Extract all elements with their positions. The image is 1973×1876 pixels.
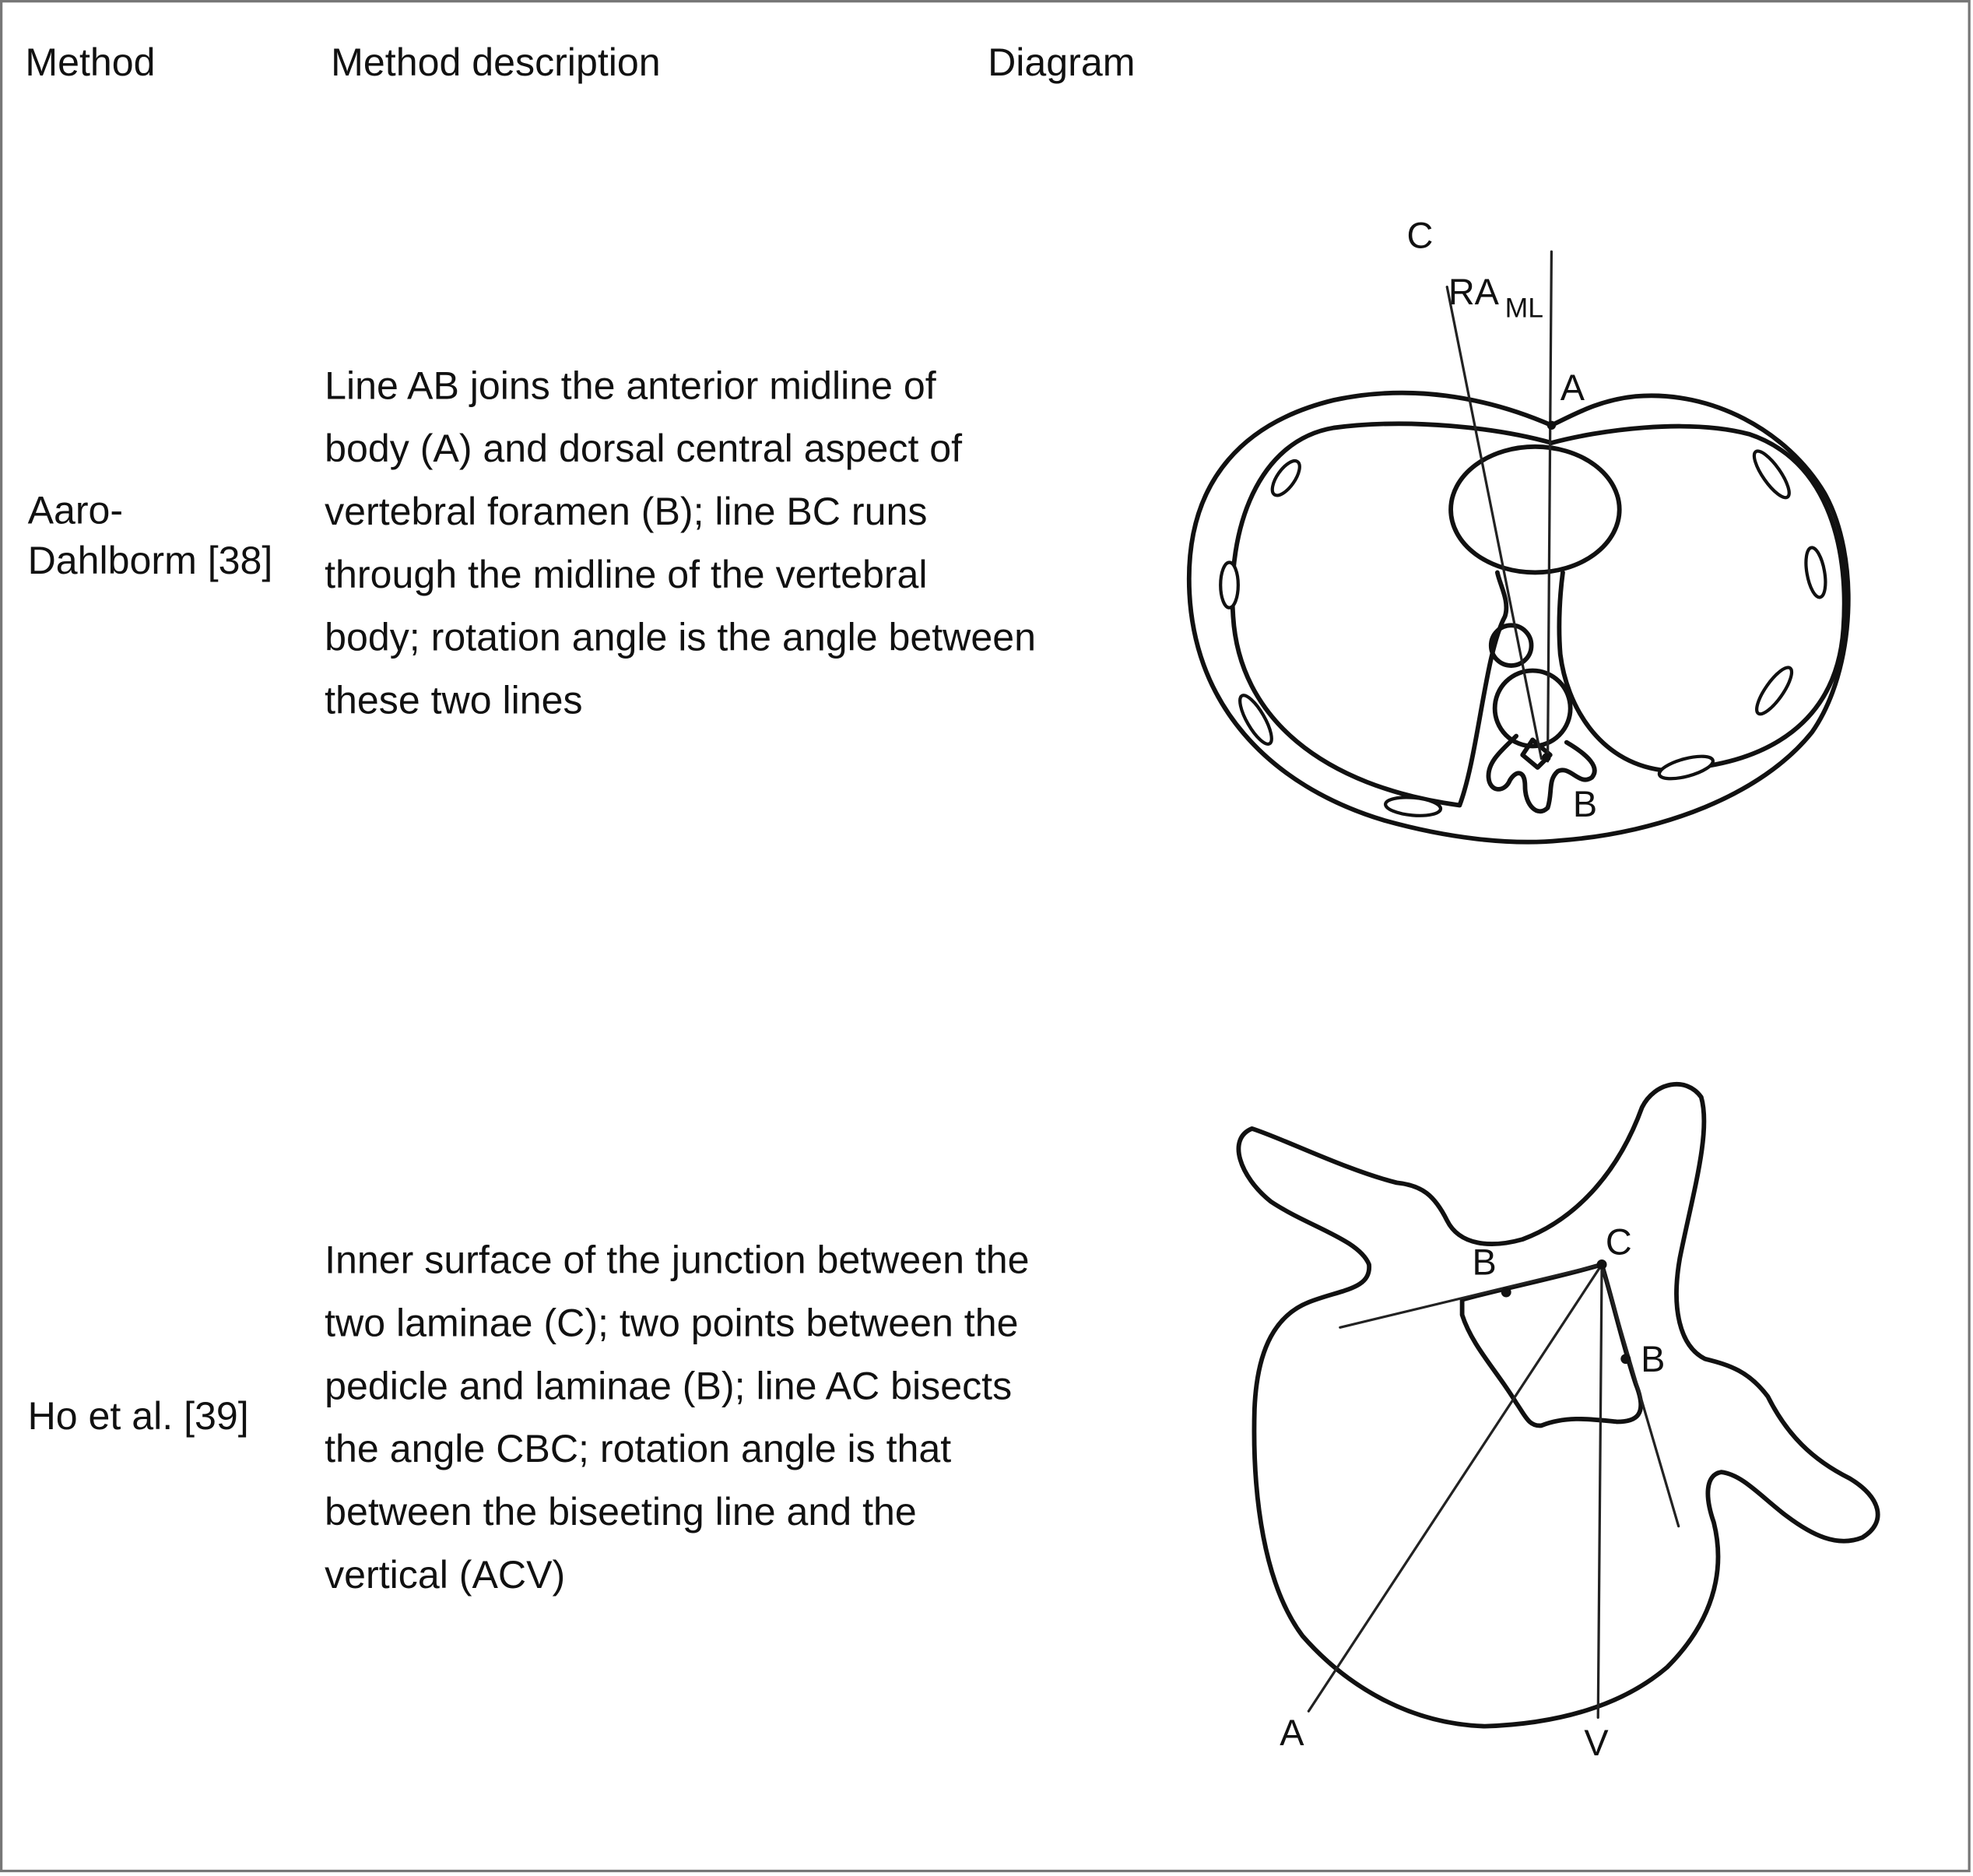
description-line: body; rotation angle is the angle betwee… [325,616,1036,659]
line-bc [1445,285,1543,761]
thorax-cross-section-diagram: C RA ML A B [1186,215,1851,845]
point-b [1542,753,1551,762]
vertebra-diagram: B C B A V [1236,1082,1880,1763]
header-diagram: Diagram [988,40,1135,84]
line-b-left [1339,1263,1603,1329]
label-ra: RA [1448,272,1500,312]
header-method: Method [25,40,155,84]
description-line: vertebral foramen (B); line BC runs [325,490,927,533]
label-b-right: B [1641,1339,1665,1379]
method-name-line: Dahlborm [38] [28,539,273,582]
method-name-line: Aaro- [28,488,124,532]
point-b-right [1620,1354,1631,1365]
description-line: through the midline of the vertebral [325,553,927,596]
line-ac [1307,1263,1603,1713]
description-line: pedicle and laminae (B); line AC bisects [325,1364,1012,1407]
header-method-description: Method description [331,40,660,84]
point-b-left [1501,1287,1511,1298]
line-b-right [1600,1263,1680,1528]
label-b-left: B [1473,1242,1497,1282]
description-line: the angle CBC; rotation angle is that [325,1427,951,1470]
label-ra-subscript: ML [1505,292,1543,323]
description-line: Line AB joins the anterior midline of [325,364,936,407]
label-a: A [1560,367,1585,408]
label-c: C [1406,215,1433,255]
description-line: between the biseeting line and the [325,1490,917,1533]
table-row: Aaro- Dahlborm [38] Line AB joins the an… [28,215,1851,845]
label-c: C [1606,1222,1632,1263]
label-a: A [1280,1713,1304,1753]
table-row: Ho et al. [39] Inner surface of the junc… [28,1082,1880,1763]
description-line: two laminae (C); two points between the [325,1302,1018,1345]
point-c [1596,1259,1607,1270]
label-v: V [1584,1723,1609,1763]
line-cv [1596,1263,1603,1719]
line-ab [1546,250,1553,763]
point-a [1546,420,1557,430]
description-line: body (A) and dorsal central aspect of [325,427,962,470]
description-line: these two lines [325,678,583,722]
description-line: Inner surface of the junction between th… [325,1238,1029,1282]
description-line: vertical (ACV) [325,1553,565,1597]
label-b: B [1573,784,1597,824]
method-name-line: Ho et al. [39] [28,1394,249,1438]
